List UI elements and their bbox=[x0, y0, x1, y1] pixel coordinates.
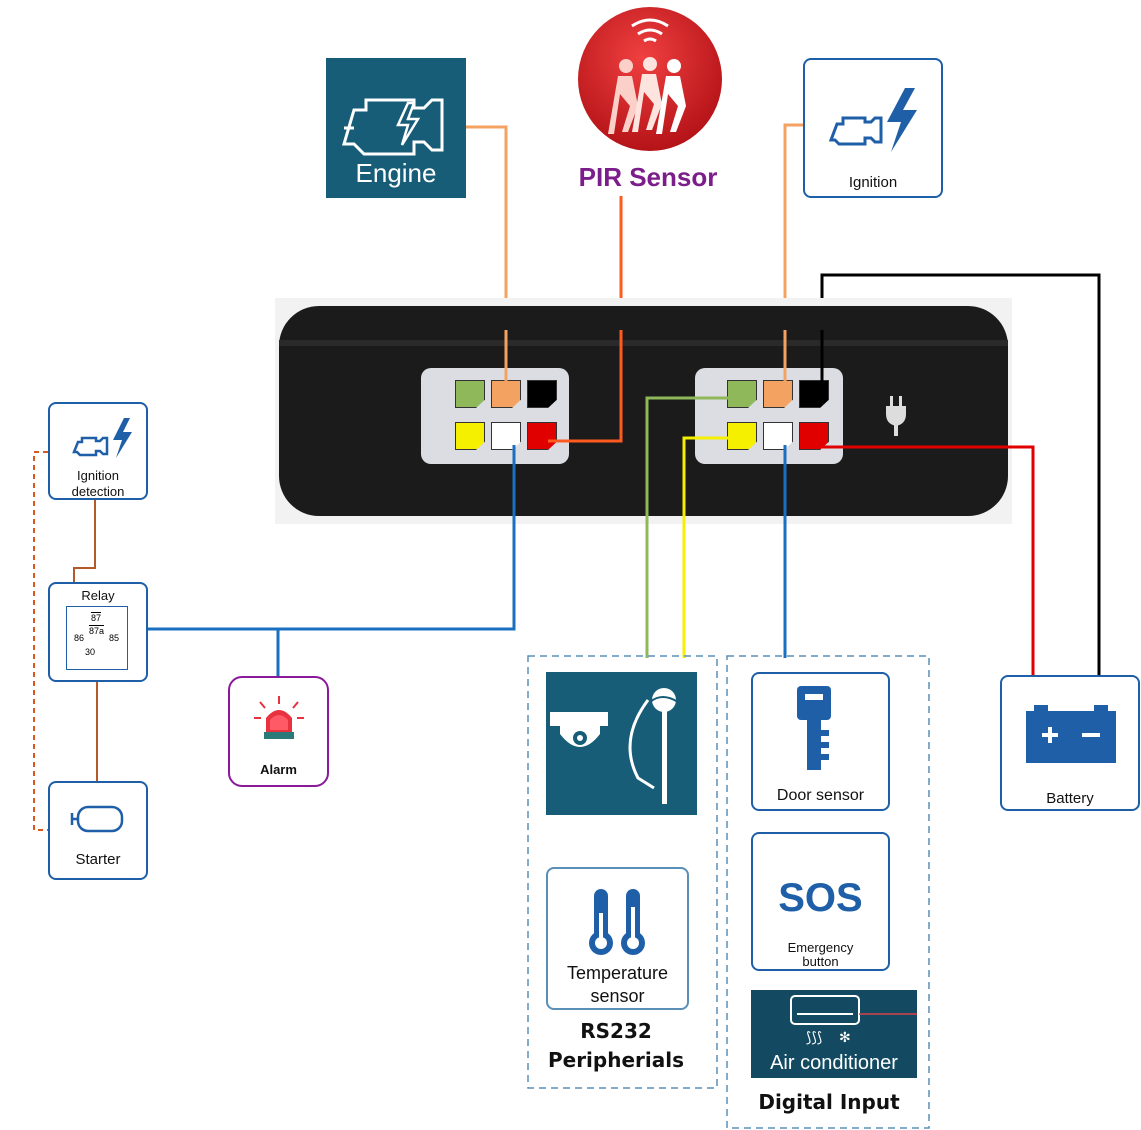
emergency-label-2: button bbox=[802, 954, 839, 969]
device-body bbox=[279, 306, 1008, 516]
ignition-icon bbox=[828, 88, 917, 152]
battery-icon bbox=[1026, 705, 1116, 763]
ignition-detection-label-2: detection bbox=[71, 484, 125, 499]
pin-green-right bbox=[727, 380, 757, 408]
pin-white-left bbox=[491, 422, 521, 450]
pin-red-left bbox=[527, 422, 557, 450]
relay-pin-85: 85 bbox=[109, 633, 120, 643]
air-conditioner-icon: ⟆⟆⟆ ✻ bbox=[790, 995, 917, 1046]
pin-red-right bbox=[799, 422, 829, 450]
emergency-label-1: Emergency bbox=[787, 940, 854, 955]
temperature-label-1: Temperature bbox=[566, 963, 669, 983]
digital-input-group-box bbox=[726, 655, 930, 1129]
engine-tile: Engine bbox=[326, 58, 466, 198]
engine-label: Engine bbox=[355, 158, 437, 188]
door-sensor-card: Door sensor bbox=[751, 672, 890, 811]
pin-green-left bbox=[455, 380, 485, 408]
pin-black-right bbox=[799, 380, 829, 408]
left-connector bbox=[421, 368, 569, 464]
camera-fuel-probe-icon bbox=[550, 688, 679, 804]
temperature-label-2: sensor bbox=[590, 986, 645, 1006]
svg-text:✻: ✻ bbox=[839, 1030, 851, 1046]
tracker-device bbox=[275, 298, 1012, 524]
relay-pin-86: 86 bbox=[74, 633, 85, 643]
thermometer-icon bbox=[589, 889, 645, 955]
starter-label: Starter bbox=[75, 851, 121, 868]
relay-pin-87: 87 bbox=[91, 613, 102, 623]
ignition-detection-label-1: Ignition bbox=[77, 468, 119, 483]
sos-card: SOS Emergency button bbox=[751, 832, 890, 971]
pin-orange-right bbox=[763, 380, 793, 408]
right-connector bbox=[695, 368, 843, 464]
starter-card: Starter bbox=[48, 781, 148, 880]
door-sensor-label: Door sensor bbox=[776, 787, 865, 804]
pir-sensor bbox=[574, 4, 726, 154]
relay-card: Relay 87 87a 86 85 30 bbox=[48, 582, 148, 682]
relay-symbol: 87 87a 86 85 30 bbox=[66, 606, 128, 670]
air-conditioner-label: Air conditioner bbox=[770, 1052, 898, 1074]
pin-white-right bbox=[763, 422, 793, 450]
rs232-group-label-2: Peripherials bbox=[547, 1048, 685, 1072]
relay-pin-30: 30 bbox=[85, 647, 96, 657]
ignition-starter-dashed-wire bbox=[33, 451, 48, 831]
pin-yellow-left bbox=[455, 422, 485, 450]
alarm-label: Alarm bbox=[260, 762, 297, 777]
power-plug-icon bbox=[886, 396, 906, 436]
starter-icon bbox=[70, 805, 124, 833]
battery-label: Battery bbox=[1046, 790, 1094, 807]
svg-text:⟆⟆⟆: ⟆⟆⟆ bbox=[806, 1030, 822, 1046]
alarm-siren-icon bbox=[254, 696, 304, 739]
pir-label: PIR Sensor bbox=[578, 162, 718, 192]
ignition-detection-icon bbox=[72, 418, 132, 458]
air-conditioner-tile: ⟆⟆⟆ ✻ Air conditioner bbox=[751, 990, 917, 1078]
pin-black-left bbox=[527, 380, 557, 408]
key-icon bbox=[797, 686, 831, 770]
pin-yellow-right bbox=[727, 422, 757, 450]
camera-probe-tile bbox=[546, 672, 697, 815]
battery-card: Battery bbox=[1000, 675, 1140, 811]
engine-icon bbox=[341, 98, 444, 156]
rs232-group-label-1: RS232 bbox=[580, 1019, 652, 1043]
rs232-group-box bbox=[527, 655, 718, 1089]
relay-pin-87a: 87a bbox=[89, 626, 105, 636]
ignition-label: Ignition bbox=[848, 174, 898, 191]
pir-icon bbox=[578, 7, 722, 151]
ignition-card: Ignition bbox=[803, 58, 943, 198]
ignition-detection-card: Ignition detection bbox=[48, 402, 148, 500]
sos-text: SOS bbox=[778, 876, 863, 920]
relay-label: Relay bbox=[81, 588, 115, 603]
temperature-sensor-card: Temperature sensor bbox=[546, 867, 689, 1010]
digital-input-group-label: Digital Input bbox=[758, 1090, 900, 1114]
pin-orange-left bbox=[491, 380, 521, 408]
alarm-card: Alarm bbox=[228, 676, 329, 787]
